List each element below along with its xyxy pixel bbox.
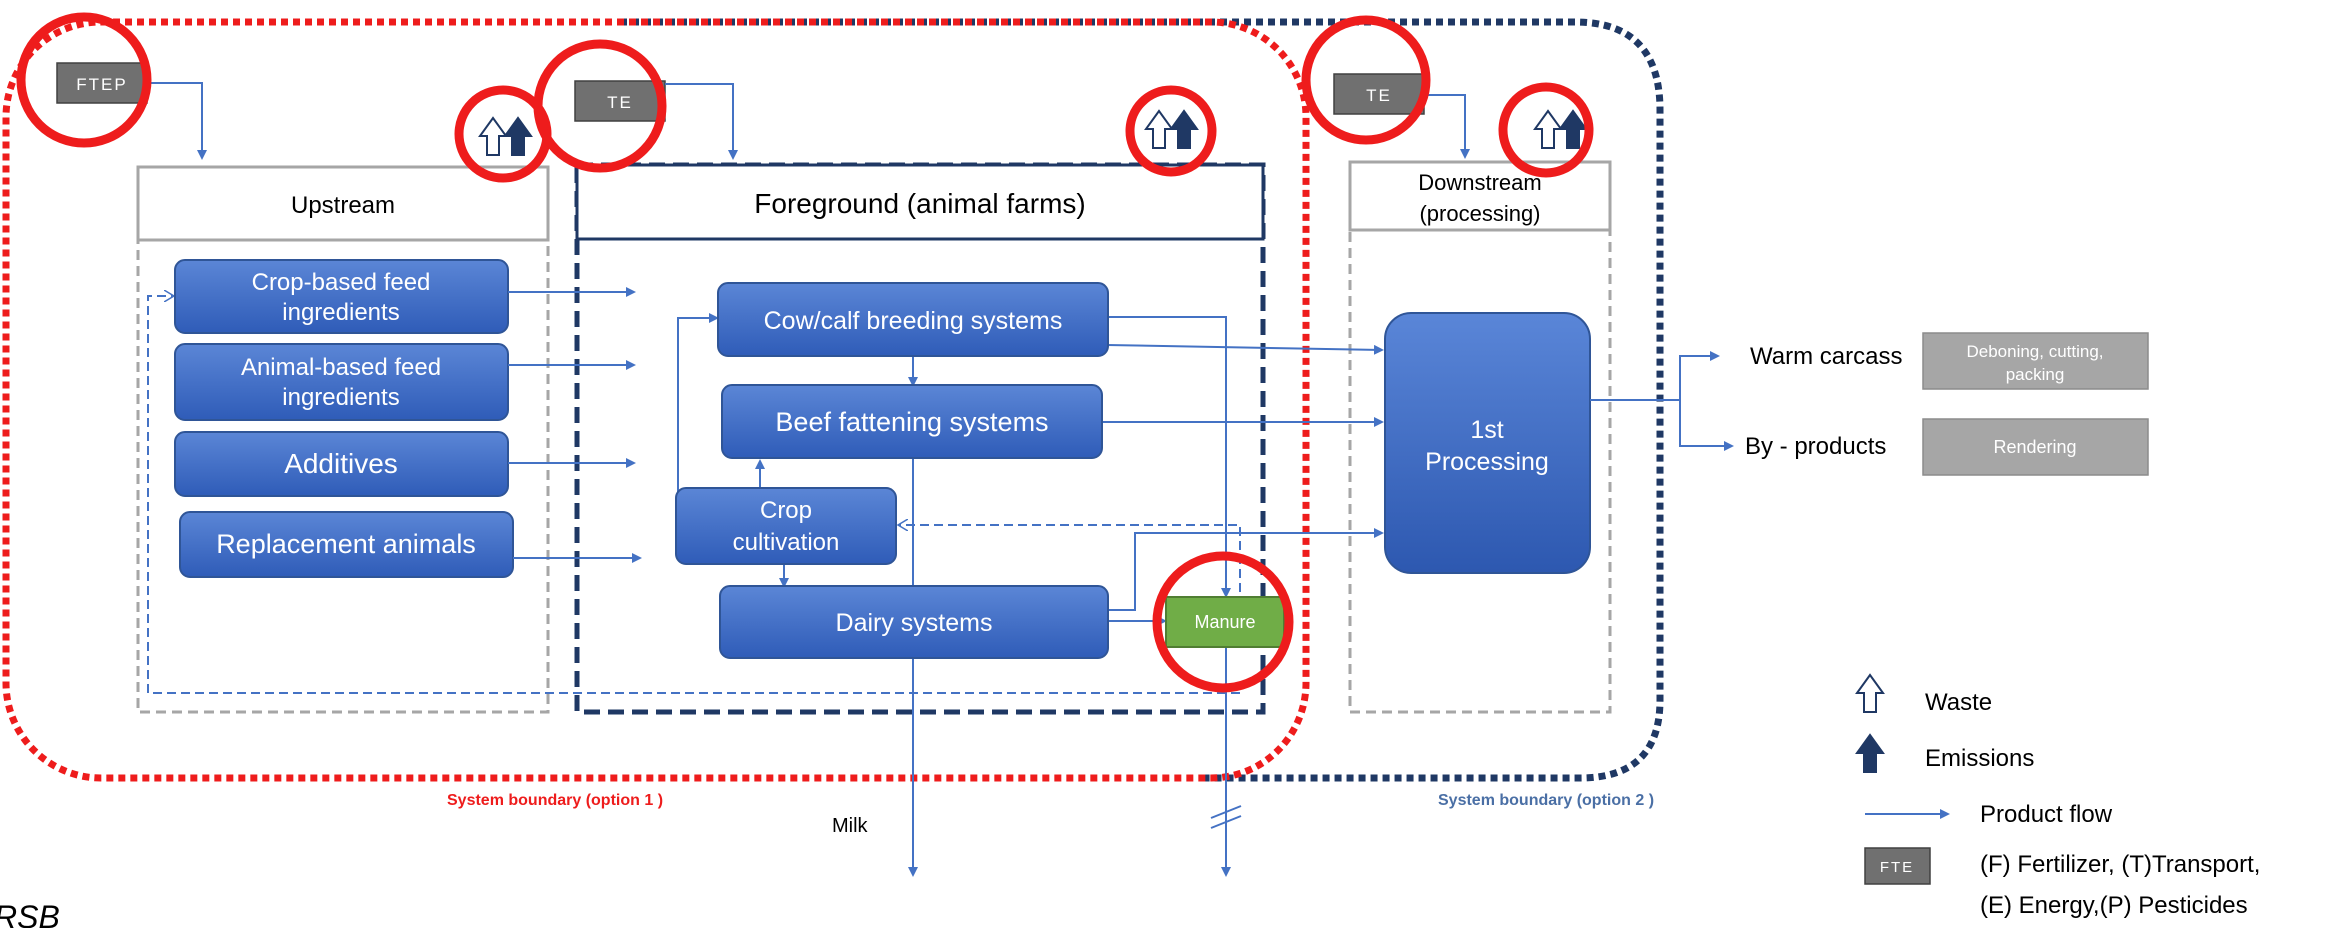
input-box-downstream-text: TE [1366, 86, 1392, 105]
cow-calf-box[interactable] [717, 282, 1109, 357]
crop-feed-box[interactable] [174, 259, 509, 334]
crop-cultivation-line2: cultivation [733, 529, 840, 556]
boundary-option2-label: System boundary (option 2 ) [1438, 792, 1654, 809]
waste-icon [1855, 673, 1885, 713]
processing-line1: 1st [1470, 416, 1503, 444]
downstream-header-line1: Downstream [1418, 170, 1541, 195]
flow-crop-to-cowcalf [677, 313, 719, 493]
input-box-upstream-text: FTEP [76, 75, 127, 94]
replacement-animals-box[interactable] [179, 511, 514, 578]
highlight-circle-downstream-icons [1498, 82, 1594, 178]
input-box-foreground-text: TE [607, 93, 633, 112]
downstream-header-line2: (processing) [1419, 201, 1540, 226]
waste-emissions-icons-upstream [478, 116, 533, 156]
animal-feed-box[interactable] [174, 343, 509, 421]
partial-footer-text: RSB [0, 899, 60, 928]
flow-manure-break-1 [1210, 805, 1242, 819]
upstream-header [136, 165, 550, 242]
legend-emissions: Emissions [1925, 745, 2034, 772]
milk-label: Milk [832, 815, 869, 837]
flow-manure-break-2 [1210, 815, 1242, 829]
flow-to-warm-carcass [1590, 351, 1720, 401]
downstream-header [1348, 160, 1612, 232]
deboning-line1: Deboning, cutting, [1966, 342, 2103, 361]
fte-legend-text: FTE [1880, 859, 1914, 876]
highlight-circle-ftep [16, 12, 152, 148]
deboning-line2: packing [2006, 365, 2065, 384]
foreground-header [575, 163, 1265, 241]
legend: Waste Emissions Product flow FTE (F) Fer… [1855, 673, 2260, 919]
additives-text: Additives [284, 448, 398, 479]
flow-cowcalf-to-processing [1106, 344, 1384, 355]
flow-cowcalf-to-manure [1107, 316, 1231, 598]
legend-inputs-line1: (F) Fertilizer, (T)Transport, [1980, 851, 2260, 878]
highlight-circle-te-foreground [533, 39, 667, 173]
waste-emissions-icons-downstream [1533, 109, 1588, 149]
warm-carcass-label: Warm carcass [1750, 343, 1902, 370]
input-arrow-upstream [147, 82, 207, 160]
crop-feed-line1: Crop-based feed [252, 269, 431, 296]
system-boundary-option1 [2, 18, 1310, 782]
highlight-circle-manure [1152, 551, 1294, 693]
replacement-animals-text: Replacement animals [216, 529, 476, 559]
beef-fattening-text: Beef fattening systems [775, 407, 1048, 437]
manure-box[interactable] [1165, 596, 1285, 648]
animal-feed-line1: Animal-based feed [241, 354, 441, 381]
legend-product-flow: Product flow [1980, 801, 2113, 828]
legend-inputs-line2: (E) Energy,(P) Pesticides [1980, 892, 2248, 919]
highlight-circle-foreground-icons [1125, 85, 1217, 177]
flow-dairy-to-processing [1108, 528, 1384, 611]
deboning-box[interactable] [1922, 332, 2149, 390]
flow-to-by-products [1679, 400, 1734, 451]
processing-box[interactable] [1384, 312, 1591, 574]
upstream-header-text: Upstream [291, 192, 395, 219]
by-products-label: By - products [1745, 433, 1886, 460]
dairy-systems-box[interactable] [719, 585, 1109, 659]
processing-line2: Processing [1425, 448, 1549, 476]
dairy-systems-text: Dairy systems [836, 609, 993, 637]
beef-fattening-box[interactable] [721, 384, 1103, 459]
legend-waste: Waste [1925, 689, 1992, 716]
boundary-option1-label: System boundary (option 1 ) [447, 792, 663, 809]
animal-feed-line2: ingredients [282, 384, 399, 411]
upstream-feedback-line [147, 296, 1240, 694]
flow-manure-to-crop [898, 525, 1241, 606]
highlight-circle-te-downstream [1301, 15, 1431, 145]
rendering-text: Rendering [1993, 437, 2076, 457]
fte-legend-box [1864, 847, 1931, 885]
input-arrow-downstream [1424, 94, 1470, 159]
system-boundary-option2 [620, 18, 1664, 782]
input-arrow-foreground [665, 83, 738, 160]
manure-text: Manure [1194, 612, 1255, 632]
crop-cultivation-line1: Crop [760, 497, 812, 524]
rendering-box[interactable] [1922, 418, 2149, 476]
emissions-icon [1855, 733, 1885, 773]
upstream-region [136, 238, 550, 714]
foreground-header-text: Foreground (animal farms) [754, 188, 1085, 219]
waste-emissions-icons-foreground [1144, 109, 1199, 149]
crop-feed-line2: ingredients [282, 299, 399, 326]
cow-calf-text: Cow/calf breeding systems [764, 307, 1063, 335]
crop-cultivation-box[interactable] [675, 487, 897, 565]
